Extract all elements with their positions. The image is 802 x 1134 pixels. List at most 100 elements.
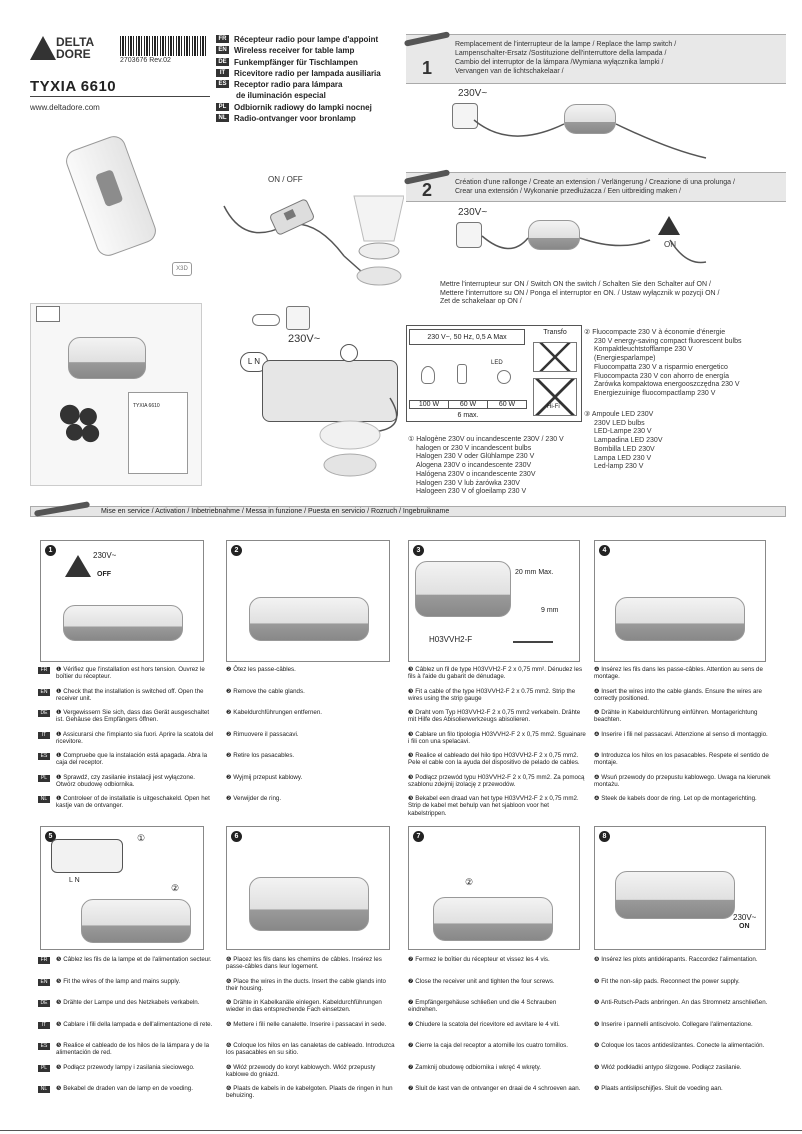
bulb-icon (340, 344, 358, 362)
instruction-leaflet: TYXIA 6610 (128, 392, 188, 474)
non-slip-pads-photo (56, 402, 102, 444)
step-panel-5: 5 L N ① ② (40, 826, 204, 950)
lamp-cable-illustration (319, 397, 398, 477)
wiring-box (262, 360, 398, 422)
table-transfo-header: Transfo (543, 329, 567, 336)
product-photo (62, 132, 160, 260)
note-fluocompact: ② Fluocompacte 230 V à économie d'énergi… (584, 329, 742, 397)
pliers-icon (513, 633, 553, 643)
callout-2: ② (171, 883, 180, 893)
strip-length: 9 mm (541, 607, 559, 614)
receiver-photo (564, 104, 616, 134)
panel1-voltage: 230V~ (93, 551, 117, 560)
step1-text: Remplacement de l'interrupteur de la lam… (455, 41, 677, 75)
instructions-step7: ❼ Fermez le boîtier du récepteur et viss… (408, 956, 581, 1092)
step-panel-3: 3 20 mm Max. 9 mm H03VVH2-F (408, 540, 580, 662)
wall-socket-icon (456, 222, 482, 248)
activation-banner: Mise en service / Activation / Inbetrieb… (30, 506, 786, 517)
instructions-step2: ❷ Ôtez les passe-câbles.❷ Remove the cab… (226, 666, 323, 802)
website-link[interactable]: www.deltadore.com (30, 103, 100, 112)
page-bottom-rule (0, 1130, 802, 1131)
table-header: 230 V~, 50 Hz, 0,5 A Max (409, 329, 525, 345)
panel8-voltage: 230V~ (733, 913, 757, 922)
instructions-step8: ❽ Insérez les plots antidérapants. Racco… (594, 956, 768, 1092)
on-off-label: ON / OFF (268, 175, 303, 184)
receiver-open-photo (249, 597, 369, 641)
instructions-step6: ❻ Placez les fils dans les chemins de câ… (226, 956, 395, 1100)
load-table: 230 V~, 50 Hz, 0,5 A Max Transfo LED Hi-… (406, 325, 582, 422)
lang-code-column: FR EN DE IT ES PL NL (38, 666, 50, 817)
receiver-photo (528, 220, 580, 250)
step2-number: 2 (422, 180, 433, 200)
fluo-bulb-icon (457, 364, 467, 384)
table-max: 6 max. (457, 412, 479, 419)
title-row: de iluminación especial (236, 91, 326, 101)
step2-banner (406, 172, 786, 202)
halogen-bulb-icon (421, 366, 435, 384)
delta-dore-logo-icon (30, 36, 56, 60)
step-panel-8: 8 230V~ ON (594, 826, 766, 950)
led-bulb-icon (497, 370, 511, 384)
receiver-closed-photo (615, 871, 735, 919)
receiver-open-photo (249, 877, 369, 931)
receiver-closed-photo (433, 897, 553, 941)
forbidden-transformer-icon (533, 342, 577, 372)
wall-socket-icon (452, 103, 478, 129)
receiver-photo (68, 337, 146, 379)
brand-logo: DELTA DORE (56, 35, 95, 61)
callout-1: ① (137, 833, 146, 843)
receiver-open-photo (615, 597, 745, 641)
cable-type-label: H03VVH2-F (429, 635, 473, 644)
panel1-off: OFF (97, 571, 111, 578)
step1-number: 1 (422, 58, 433, 78)
table-watts-row: 100 W 60 W 60 W (409, 400, 527, 409)
terminal-block (51, 839, 123, 873)
lang-code-column: FR EN DE IT ES PL NL (38, 956, 50, 1107)
step-panel-6: 6 (226, 826, 390, 950)
switch-icon (94, 169, 124, 208)
step2-voltage: 230V~ (458, 207, 488, 218)
barcode-number: 2703676 Rev.02 (120, 57, 171, 64)
step1-banner (406, 34, 786, 84)
warning-icon (658, 216, 680, 235)
step-panel-7: 7 ② ① (408, 826, 580, 950)
instructions-step1: ❶ Vérifiez que l'installation est hors t… (56, 666, 214, 810)
step2-text: Création d'une rallonge / Create an exte… (455, 179, 735, 195)
switch-on-text: Mettre l'interrupteur sur ON / Switch ON… (440, 281, 720, 306)
step2-on-label: ON (664, 240, 676, 249)
receiver-open-photo (63, 605, 183, 641)
ln-label: L N (240, 352, 268, 372)
receiver-open-photo (415, 561, 511, 617)
instructions-step3: ❸ Câblez un fil de type H03VVH2-F 2 x 0,… (408, 666, 586, 817)
wall-socket-icon (286, 306, 310, 330)
instructions-step4: ❹ Insérez les fils dans les passe-câbles… (594, 666, 771, 802)
callout-2: ② (465, 877, 474, 887)
step2-cable (481, 235, 707, 264)
plug-icon (252, 314, 280, 326)
lamp-switch-illustration (223, 195, 404, 286)
table-led-label: LED (491, 360, 503, 366)
step-panel-4: 4 (594, 540, 766, 662)
product-title: TYXIA 6610 (30, 78, 117, 95)
barcode (120, 36, 208, 56)
wiring-voltage: 230V~ (288, 333, 321, 345)
step-panel-2: 2 (226, 540, 390, 662)
step1-voltage: 230V~ (458, 88, 488, 99)
box-icon (36, 306, 60, 322)
instructions-step5: ❺ Câblez les fils de la lampe et de l'al… (56, 956, 213, 1092)
table-hifi-label: Hi-Fi (547, 404, 560, 410)
strip-length-max: 20 mm Max. (515, 569, 554, 576)
title-divider (30, 96, 210, 97)
step-panel-1: 1 230V~ OFF (40, 540, 204, 662)
ln-label: L N (69, 877, 80, 884)
x3d-badge: X3D (172, 262, 192, 276)
note-halogen: ① Halogène 230V ou incandescente 230V / … (408, 436, 564, 496)
forbidden-motor-icon (533, 378, 577, 416)
